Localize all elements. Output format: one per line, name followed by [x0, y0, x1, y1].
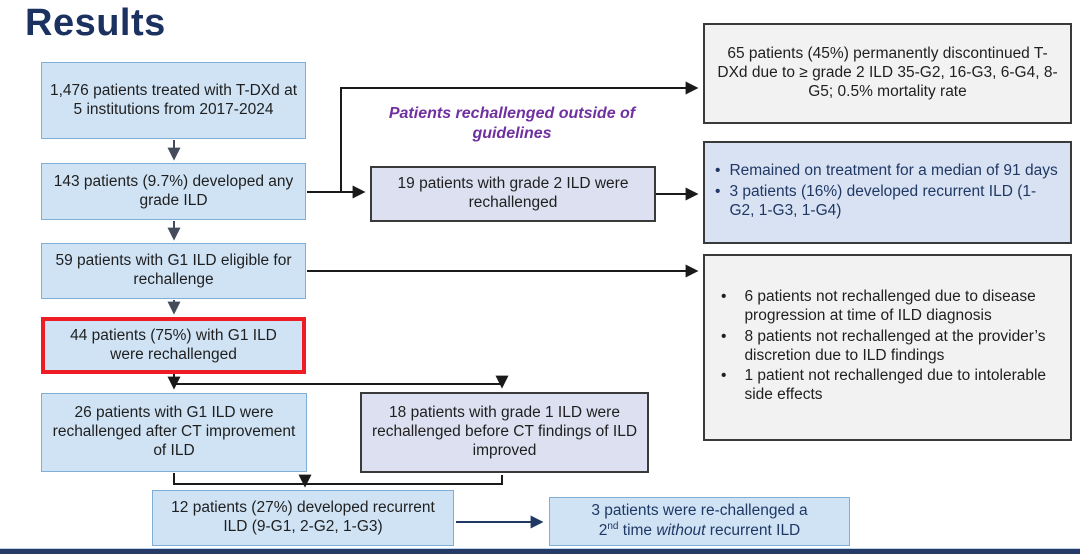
box-discontinued: 65 patients (45%) permanently discontinu… — [703, 23, 1072, 124]
slide-title: Results — [25, 2, 166, 44]
merge-line-afterct-beforect — [173, 473, 503, 485]
footer-bar — [0, 549, 1080, 554]
box-grade2-outcomes: • Remained on treatment for a median of … — [703, 141, 1072, 244]
not-rechallenged-reasons-list: • 6 patients not rechallenged due to dis… — [715, 288, 1060, 407]
bullet-icon: • — [715, 183, 721, 201]
list-item: • 6 patients not rechallenged due to dis… — [715, 288, 1060, 326]
bullet-icon: • — [715, 162, 721, 180]
box-eligible-rechallenge: 59 patients with G1 ILD eligible for rec… — [41, 243, 306, 299]
box-44-rechallenged-highlighted: 44 patients (75%) with G1 ILD were recha… — [41, 317, 306, 374]
list-item: • 8 patients not rechallenged at the pro… — [715, 328, 1060, 366]
box-not-rechallenged-reasons: • 6 patients not rechallenged due to dis… — [703, 254, 1072, 441]
bullet-icon: • — [721, 287, 727, 305]
box-treated: 1,476 patients treated with T-DXd at 5 i… — [41, 62, 306, 139]
list-item: • Remained on treatment for a median of … — [715, 162, 1058, 180]
list-item: • 1 patient not rechallenged due to into… — [715, 367, 1060, 405]
arrow-44-to-beforect — [174, 375, 509, 389]
box-rechallenged-2nd-time-text: 3 patients were re-challenged a 2nd time… — [591, 502, 808, 540]
box-rechallenged-2nd-time: 3 patients were re-challenged a 2nd time… — [549, 497, 850, 546]
box-rechallenged-before-ct: 18 patients with grade 1 ILD were rechal… — [360, 392, 649, 473]
bullet-icon: • — [721, 367, 727, 385]
box-grade2-rechallenged: 19 patients with grade 2 ILD were rechal… — [370, 166, 656, 222]
grade2-outcomes-list: • Remained on treatment for a median of … — [715, 162, 1060, 223]
list-item: • 3 patients (16%) developed recurrent I… — [715, 183, 1037, 219]
footer-divider — [0, 548, 1080, 549]
outside-guidelines-label: Patients rechallenged outside of guideli… — [388, 105, 636, 142]
box-rechallenged-after-ct: 26 patients with G1 ILD were rechallenge… — [41, 393, 307, 472]
box-recurrent-ild-12: 12 patients (27%) developed recurrent IL… — [152, 490, 454, 546]
box-any-grade-ild: 143 patients (9.7%) developed any grade … — [41, 163, 306, 220]
bullet-icon: • — [721, 327, 727, 345]
